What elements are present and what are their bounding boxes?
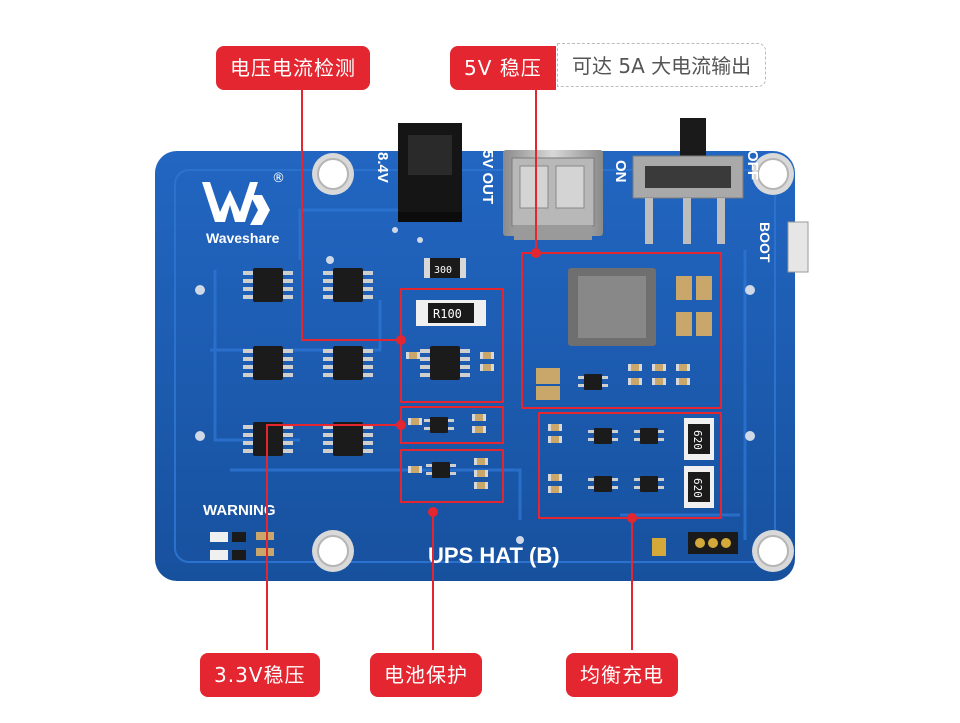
pcb-board	[155, 151, 795, 581]
shunt-resistor-r100	[416, 300, 486, 326]
callout-regulator-5v-note: 可达 5A 大电流输出	[557, 43, 767, 87]
label-on: ON	[612, 160, 629, 183]
callout-regulator-5v: 5V 稳压	[450, 46, 556, 90]
mount-hole-br	[751, 529, 795, 573]
usb-port-5v-out	[503, 150, 603, 240]
label-5v-out: 5V OUT	[479, 150, 496, 204]
resistor-300	[424, 258, 466, 278]
boot-button	[787, 221, 809, 273]
dc-jack	[398, 123, 462, 222]
brand-label: Waveshare	[206, 230, 280, 246]
mount-hole-bl	[311, 529, 355, 573]
callout-battery-protect: 电池保护	[370, 653, 482, 697]
battery-protect-box	[400, 449, 504, 503]
power-inductor	[568, 268, 656, 346]
regulator-5v-box	[521, 252, 722, 409]
pogo-pins	[652, 532, 738, 556]
warning-label: WARNING	[203, 502, 276, 519]
board-model-label: UPS HAT (B)	[428, 543, 560, 568]
waveshare-logo-icon	[202, 182, 270, 225]
callout-current-sense: 电压电流检测	[216, 46, 370, 90]
balance-resistors	[684, 418, 714, 508]
callout-balance-charge: 均衡充电	[566, 653, 678, 697]
label-off: OFF	[744, 150, 761, 180]
warning-leds	[210, 532, 274, 560]
leader-lines	[266, 90, 637, 650]
balance-resistor-1-label: 620	[691, 430, 704, 450]
mount-hole-tl	[311, 152, 355, 196]
callout-regulator-3v3: 3.3V稳压	[200, 653, 320, 697]
current-sense-box	[400, 288, 504, 403]
logo-registered-mark: ®	[272, 171, 285, 186]
label-boot: BOOT	[757, 222, 773, 263]
shunt-resistor-label: R100	[433, 307, 462, 321]
power-switch	[632, 118, 744, 244]
resistor-300-label: 300	[434, 265, 452, 276]
bulk-capacitors	[536, 276, 712, 400]
balance-resistor-2-label: 620	[691, 478, 704, 498]
label-8-4v: 8.4V	[374, 152, 391, 183]
